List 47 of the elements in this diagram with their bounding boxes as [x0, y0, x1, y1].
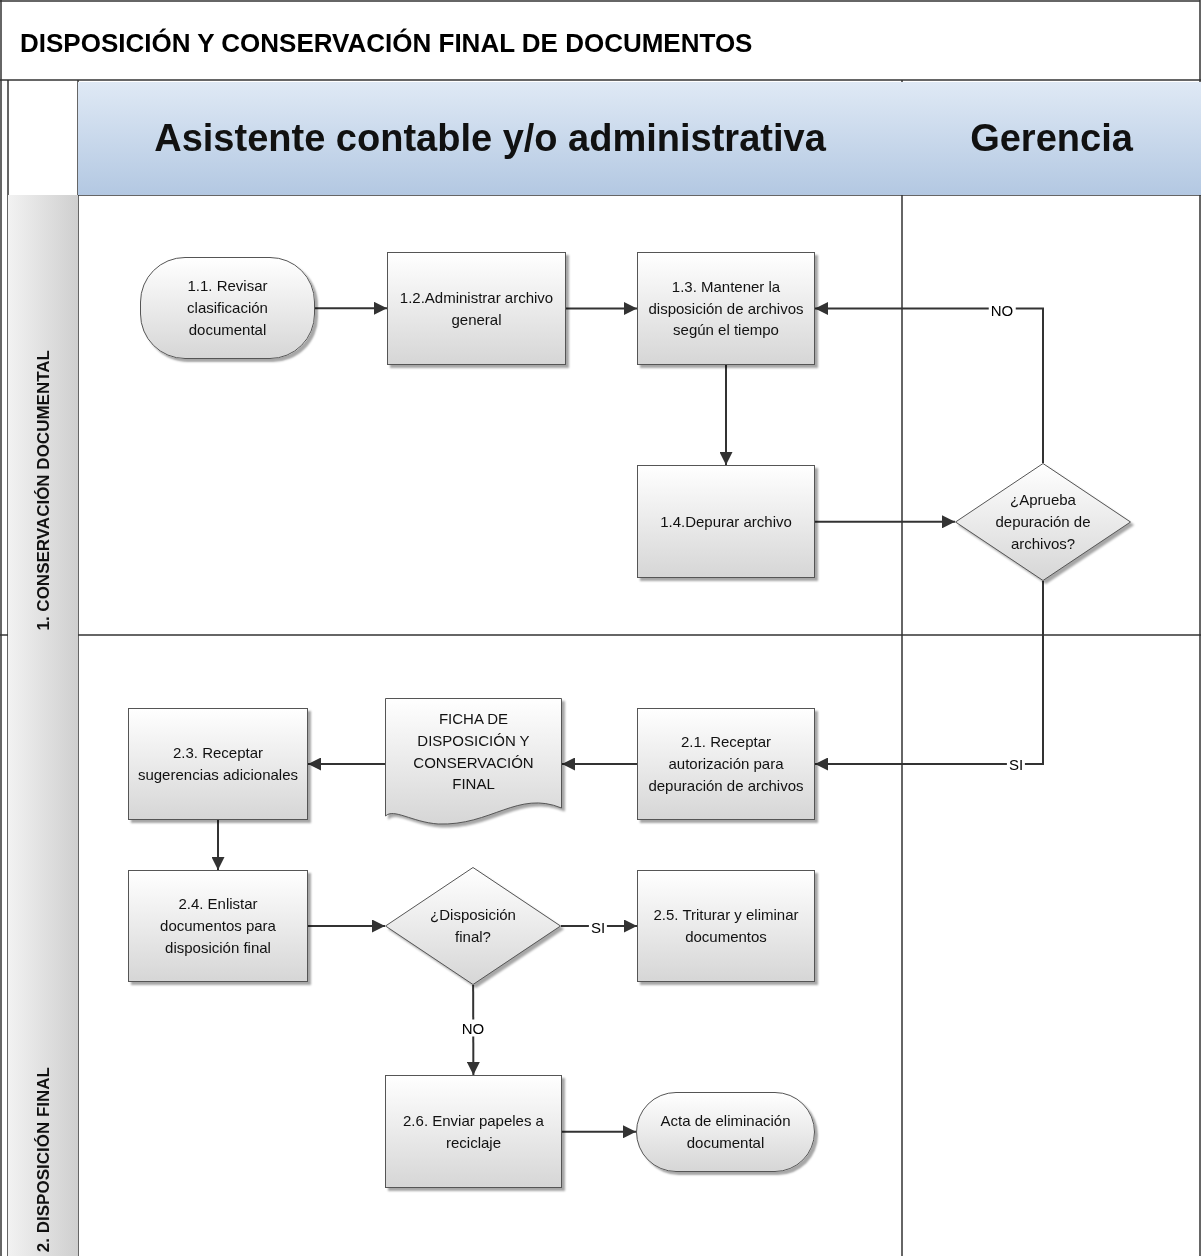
process-box — [387, 252, 566, 365]
phase-band — [8, 195, 78, 635]
step-label: FICHA DE DISPOSICIÓN Y CONSERVACIÓN FINAL — [412, 709, 535, 795]
step-label: 1.4.Depurar archivo — [659, 511, 793, 532]
process-box — [637, 252, 815, 365]
process-box — [128, 708, 308, 820]
process-box — [637, 870, 815, 982]
edge-label: NO — [459, 1019, 487, 1037]
diagram-title: DISPOSICIÓN Y CONSERVACIÓN FINAL DE DOCUMENTOS — [20, 28, 753, 59]
arrow — [814, 580, 1044, 771]
phase-band — [8, 635, 78, 1256]
step-label: 2.5. Triturar y eliminar documentos — [652, 905, 800, 947]
lane-title: Gerencia — [969, 115, 1134, 161]
lane-title: Asistente contable y/o administrativa — [153, 115, 827, 161]
terminator-shape — [140, 257, 315, 359]
lane-header — [78, 82, 902, 195]
step-label: 1.3. Mantener la disposición de archivos según el tiempo — [647, 276, 805, 341]
step-label: 1.1. Revisar clasificación documental — [186, 276, 269, 340]
arrow — [561, 757, 638, 771]
arrow — [314, 301, 388, 315]
arrow — [814, 302, 1044, 464]
arrow — [211, 819, 225, 871]
step-label: ¿Aprueba depuración de archivos? — [994, 490, 1092, 554]
step-label: 2.6. Enviar papeles a reciclaje — [402, 1110, 545, 1153]
lane-header — [902, 82, 1201, 195]
arrow — [307, 757, 386, 771]
step-label: 2.1. Receptar autorización para depuración de archivos — [647, 732, 805, 796]
process-box — [637, 465, 815, 578]
phase-title: 2. DISPOSICIÓN FINAL — [34, 1065, 52, 1254]
step-label: ¿Disposición final? — [429, 905, 517, 947]
terminator-shape — [636, 1092, 815, 1172]
step-label: 2.3. Receptar sugerencias adicionales — [136, 743, 300, 785]
step-label: 2.4. Enlistar documentos para disposición final — [159, 894, 277, 958]
decision-diamond — [385, 867, 561, 985]
process-box — [128, 870, 308, 982]
phase-title: 1. CONSERVACIÓN DOCUMENTAL — [34, 349, 52, 633]
arrow — [814, 515, 956, 529]
arrow — [307, 919, 386, 933]
arrow — [719, 364, 733, 466]
process-box — [637, 708, 815, 820]
arrow — [561, 1125, 637, 1139]
arrow — [560, 919, 638, 933]
decision-diamond — [955, 463, 1131, 581]
arrow — [565, 302, 638, 315]
step-label: 1.2.Administrar archivo general — [398, 287, 555, 330]
step-label: Acta de eliminación documental — [659, 1111, 792, 1153]
process-box — [385, 1075, 562, 1188]
